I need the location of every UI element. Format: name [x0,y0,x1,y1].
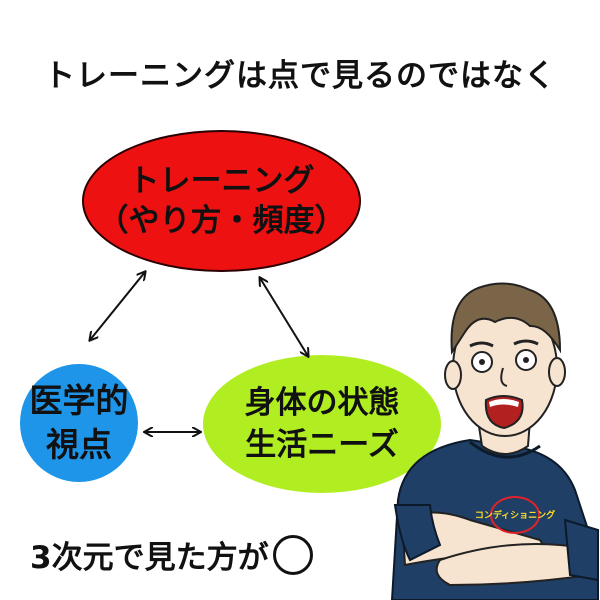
sleeve-right [563,518,599,582]
training-node-line2: （やり方・頻度） [97,203,346,239]
arrow-training-body [260,278,308,356]
conclusion-text: 3次元で見た方が [30,532,313,577]
medical-node-line2: 視点 [46,425,112,464]
training-node-line1: トレーニング [128,163,315,199]
body-node-line1: 身体の状態 [244,385,400,421]
shirt-logo-emblem [490,496,540,534]
body-node-line2: 生活ニーズ [245,427,399,463]
shirt-logo-text: コンディショニング [475,509,555,521]
training-node: トレーニング （やり方・頻度） [82,130,361,272]
conclusion-label: 3次元で見た方が [30,540,269,576]
circle-mark-icon [272,534,313,575]
arrow-training-medical [90,272,145,340]
medical-viewpoint-node: 医学的 視点 [20,364,138,482]
sleeve-left [393,504,442,562]
medical-node-line1: 医学的 [29,381,129,420]
heading-text: トレーニングは点で見るのではなく [44,58,556,94]
body-needs-node: 身体の状態 生活ニーズ [203,355,441,493]
hair-shape [450,282,562,356]
arm-right [435,543,591,587]
